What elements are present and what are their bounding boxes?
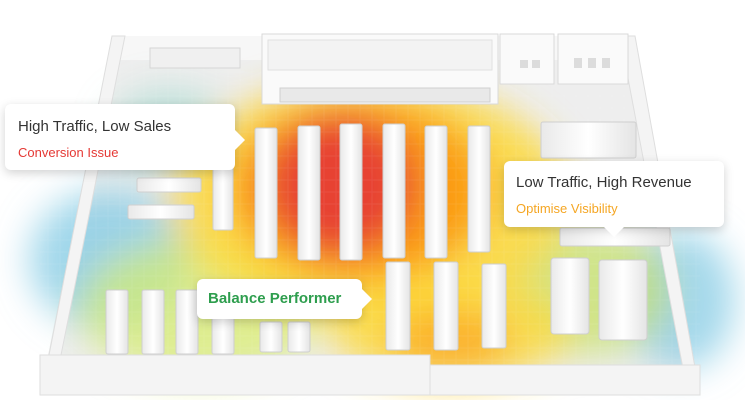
callout-high-traffic-low-sales: High Traffic, Low Sales Conversion Issue <box>5 104 245 170</box>
callout-title: Balance Performer <box>208 290 342 307</box>
callout-subtitle: Optimise Visibility <box>516 201 618 216</box>
back-room <box>149 33 629 105</box>
shelving-units <box>105 121 671 355</box>
callout-title: High Traffic, Low Sales <box>18 118 172 135</box>
callout-title: Low Traffic, High Revenue <box>516 174 692 191</box>
callout-low-traffic-high-revenue: Low Traffic, High Revenue Optimise Visib… <box>504 161 724 237</box>
callout-balance-performer: Balance Performer <box>197 279 372 319</box>
callout-subtitle: Conversion Issue <box>18 145 119 160</box>
